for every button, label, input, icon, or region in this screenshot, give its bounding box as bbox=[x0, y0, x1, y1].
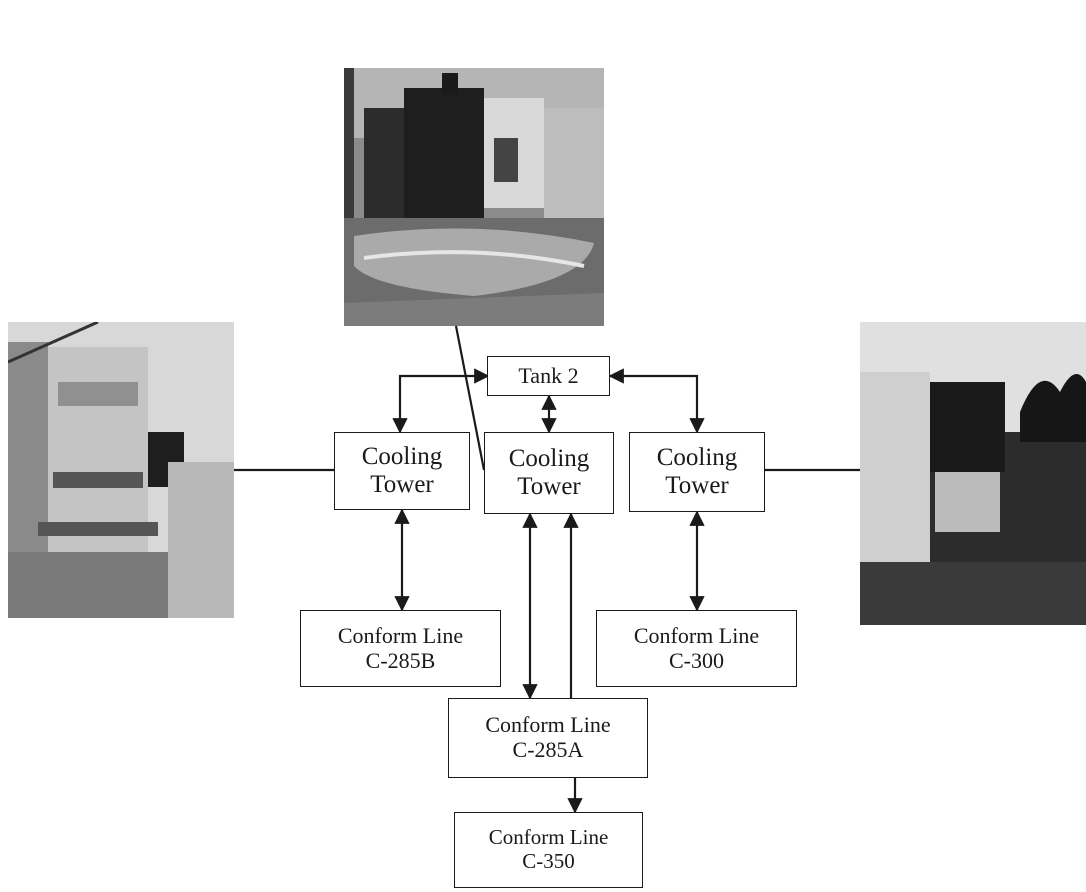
tower-label-line2: Tower bbox=[665, 472, 729, 500]
conform-label-line1: Conform Line bbox=[634, 624, 759, 649]
conform-label-line1: Conform Line bbox=[485, 713, 610, 738]
conform-label-line2: C-285A bbox=[513, 738, 584, 763]
cooling-tower-right: Cooling Tower bbox=[629, 432, 765, 512]
tower-label-line1: Cooling bbox=[657, 444, 738, 472]
tower-label-line1: Cooling bbox=[509, 445, 590, 473]
conform-line-c285b: Conform Line C-285B bbox=[300, 610, 501, 687]
tank-label: Tank 2 bbox=[518, 364, 578, 389]
conform-label-line1: Conform Line bbox=[338, 624, 463, 649]
tank-2-box: Tank 2 bbox=[487, 356, 610, 396]
tower-label-line2: Tower bbox=[517, 473, 581, 501]
tower-label-line2: Tower bbox=[370, 471, 434, 499]
tower-label-line1: Cooling bbox=[362, 443, 443, 471]
conform-label-line2: C-300 bbox=[669, 649, 724, 674]
conform-line-c300: Conform Line C-300 bbox=[596, 610, 797, 687]
tank-to-right-tower-arrow bbox=[610, 376, 697, 432]
conform-line-c285a: Conform Line C-285A bbox=[448, 698, 648, 778]
conform-label-line2: C-285B bbox=[366, 649, 436, 674]
conform-label-line2: C-350 bbox=[522, 850, 575, 874]
cooling-tower-left: Cooling Tower bbox=[334, 432, 470, 510]
conform-label-line1: Conform Line bbox=[489, 826, 609, 850]
cooling-tower-center: Cooling Tower bbox=[484, 432, 614, 514]
conform-line-c350: Conform Line C-350 bbox=[454, 812, 643, 888]
